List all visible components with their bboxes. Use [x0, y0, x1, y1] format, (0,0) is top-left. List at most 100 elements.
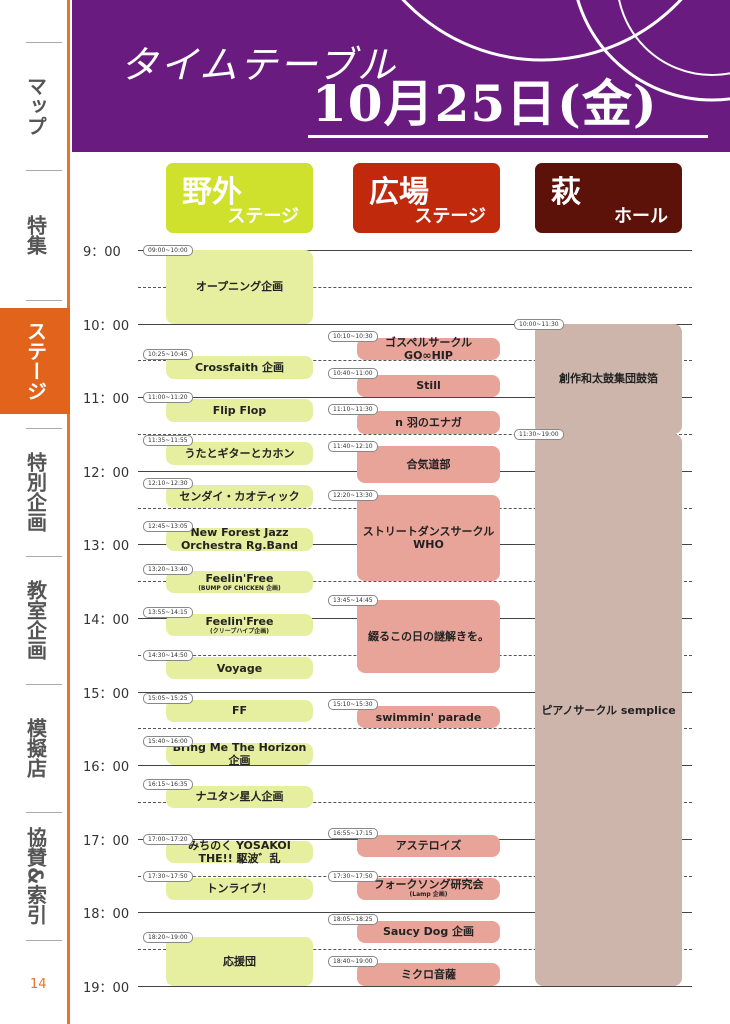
sidebar-separator	[26, 940, 62, 941]
sidebar-separator	[26, 170, 62, 171]
hour-label: 12：00	[83, 465, 130, 481]
event-title: n 羽のエナガ	[395, 416, 462, 430]
event-block[interactable]: Saucy Dog 企画	[357, 920, 500, 944]
sidebar-item-0[interactable]: マップ	[0, 46, 70, 166]
hour-line	[138, 397, 692, 399]
event-block[interactable]: ミクロ音薩	[357, 963, 500, 986]
time-badge: 11:00~11:20	[143, 392, 193, 404]
hour-label: 9：00	[83, 245, 121, 260]
time-badge: 18:05~18:25	[328, 913, 378, 925]
venue-sub: ステージ	[414, 206, 486, 227]
hour-line	[138, 323, 692, 325]
event-block[interactable]: ナユタン星人企画	[166, 785, 313, 809]
half-hour-line	[138, 286, 692, 288]
event-block[interactable]: うたとギターとカホン	[166, 442, 313, 465]
time-badge: 11:30~19:00	[514, 429, 564, 440]
event-block[interactable]: アステロイズ	[357, 834, 500, 858]
hour-line	[138, 765, 692, 767]
time-badge: 10:25~10:45	[143, 349, 193, 361]
event-block[interactable]: Flip Flop	[166, 399, 313, 422]
sidebar-item-5[interactable]: 模擬店	[0, 688, 70, 808]
event-title: Still	[416, 379, 441, 393]
hour-label: 18：00	[83, 907, 130, 923]
time-badge: 13:20~13:40	[143, 563, 193, 575]
event-block[interactable]: フォークソング研究会(Lamp 企画)	[357, 877, 500, 901]
sidebar-separator	[26, 300, 62, 301]
event-block[interactable]: 創作和太鼓集団鼓箔	[535, 323, 682, 434]
event-block[interactable]: 応援団	[166, 936, 313, 986]
sidebar-item-6[interactable]: 協賛&索引	[0, 816, 70, 936]
event-block[interactable]: ピアノサークル semplice	[535, 434, 682, 986]
event-block[interactable]: センダイ・カオティック	[166, 485, 313, 508]
event-block[interactable]: オープニング企画	[166, 250, 313, 324]
hour-label: 17：00	[83, 833, 130, 849]
sidebar-item-label: ステージ	[23, 321, 48, 401]
sidebar-item-label: 協賛&索引	[23, 827, 48, 925]
event-block[interactable]: Voyage	[166, 656, 313, 680]
page-number: 14	[30, 977, 47, 992]
sidebar-item-label: 特別企画	[23, 452, 48, 532]
event-block[interactable]: みちのく YOSAKOI THE!! 駆波゛乱	[166, 839, 313, 866]
event-title: ピアノサークル semplice	[541, 703, 676, 717]
sidebar-separator	[26, 684, 62, 685]
event-block[interactable]: Feelin'Free(BUMP OF CHICKEN 企画)	[166, 570, 313, 594]
event-block[interactable]: 綴るこの日の謎解きを。	[357, 599, 500, 674]
event-title: Feelin'Free	[205, 571, 274, 585]
event-title: New Forest Jazz Orchestra Rg.Band	[180, 526, 299, 553]
event-block[interactable]: ゴスペルサークル GO∞HIP	[357, 336, 500, 362]
event-title: みちのく YOSAKOI THE!! 駆波゛乱	[188, 839, 291, 866]
event-title: センダイ・カオティック	[179, 489, 300, 503]
sidebar-item-label: 特集	[23, 215, 48, 255]
time-badge: 12:45~13:05	[143, 521, 193, 532]
hour-line	[138, 986, 692, 987]
event-block[interactable]: ストリートダンスサークル WHO	[357, 495, 500, 582]
event-title: 創作和太鼓集団鼓箔	[559, 372, 658, 386]
time-badge: 18:20~19:00	[143, 931, 193, 943]
hour-line	[138, 250, 692, 251]
time-badge: 16:15~16:35	[143, 778, 193, 790]
hour-label: 10：00	[83, 318, 130, 334]
sidebar-item-2[interactable]: ステージ	[0, 308, 70, 414]
venue-sub: ステージ	[227, 206, 299, 227]
title-underline	[308, 135, 708, 138]
event-title: アステロイズ	[395, 839, 462, 853]
time-badge: 17:30~17:50	[328, 870, 378, 882]
event-block[interactable]: New Forest Jazz Orchestra Rg.Band	[166, 526, 313, 553]
event-block[interactable]: swimmin' parade	[357, 705, 500, 729]
venue-name: 野外	[182, 175, 242, 210]
event-block[interactable]: Feelin'Free(クリープハイプ企画)	[166, 613, 313, 637]
time-badge: 09:00~10:00	[143, 245, 193, 256]
event-block[interactable]: Bring Me The Horizon 企画	[166, 741, 313, 767]
time-badge: 14:30~14:50	[143, 649, 193, 661]
sidebar-item-4[interactable]: 教室企画	[0, 560, 70, 680]
decorative-circles	[401, 0, 730, 102]
time-badge: 11:10~11:30	[328, 404, 378, 416]
half-hour-line	[138, 434, 692, 435]
sidebar-separator	[26, 812, 62, 813]
event-title: ミクロ音薩	[401, 968, 456, 982]
event-block[interactable]: FF	[166, 699, 313, 723]
hour-label: 19：00	[83, 981, 130, 996]
time-badge: 12:10~12:30	[143, 478, 193, 490]
event-block[interactable]: トンライブ！	[166, 877, 313, 901]
hour-label: 11：00	[83, 392, 130, 408]
event-block[interactable]: n 羽のエナガ	[357, 411, 500, 434]
sidebar: マップ特集ステージ特別企画教室企画模擬店協賛&索引	[0, 0, 70, 1024]
event-block[interactable]: Still	[357, 374, 500, 398]
event-subtitle: (Lamp 企画)	[409, 891, 448, 899]
sidebar-item-3[interactable]: 特別企画	[0, 432, 70, 552]
event-title: Flip Flop	[212, 403, 267, 417]
time-badge: 16:55~17:15	[328, 827, 378, 839]
sidebar-item-label: マップ	[23, 76, 48, 136]
event-block[interactable]: Crossfaith 企画	[166, 356, 313, 379]
event-title: Crossfaith 企画	[194, 361, 285, 375]
hour-label: 15：00	[83, 686, 130, 702]
venue-header-hagi: 萩 ホール	[535, 163, 682, 233]
event-subtitle: (クリープハイプ企画)	[209, 627, 269, 635]
sidebar-item-1[interactable]: 特集	[0, 174, 70, 296]
time-badge: 18:40~19:00	[328, 956, 378, 968]
time-badge: 12:20~13:30	[328, 490, 378, 502]
event-title: うたとギターとカホン	[184, 446, 295, 460]
hour-line	[138, 691, 692, 693]
event-block[interactable]: 合気道部	[357, 446, 500, 484]
